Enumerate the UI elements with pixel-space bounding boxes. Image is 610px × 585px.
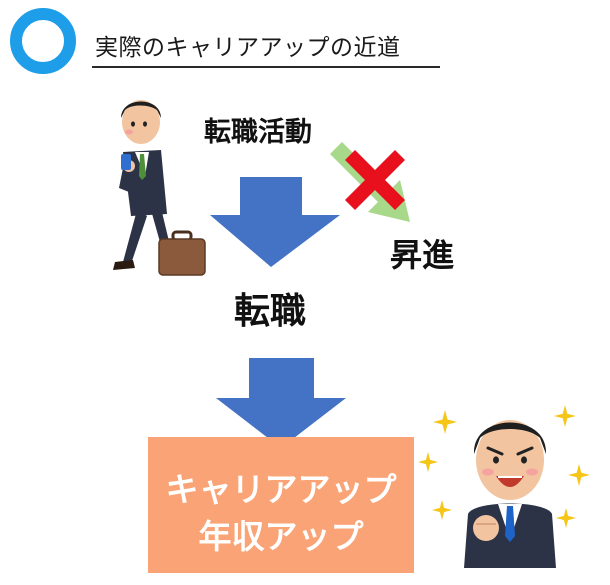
smiling-businessman-illustration [464, 420, 556, 568]
sparkle-star-icon [556, 508, 576, 528]
job-hunting-label: 転職活動 [204, 117, 312, 148]
blue-ring-icon [10, 8, 76, 74]
down-arrow-lower [216, 358, 346, 448]
page-title: 実際のキャリアアップの近道 [95, 35, 401, 61]
promotion-label: 昇進 [390, 236, 455, 274]
title-underline [92, 66, 440, 68]
red-x-icon [345, 150, 405, 210]
down-arrow-upper [210, 177, 340, 267]
sparkle-star-icon [432, 500, 452, 520]
job-change-label: 転職 [234, 291, 307, 332]
sparkle-star-icon [568, 464, 590, 486]
result-line-income: 年収アップ [198, 517, 364, 556]
sparkle-star-icon [418, 452, 438, 472]
result-box: キャリアアップ 年収アップ [148, 437, 414, 573]
briefcase-icon [158, 230, 206, 276]
result-line-career: キャリアアップ [165, 470, 397, 509]
sparkle-star-icon [554, 405, 576, 427]
sparkle-star-icon [433, 410, 457, 434]
